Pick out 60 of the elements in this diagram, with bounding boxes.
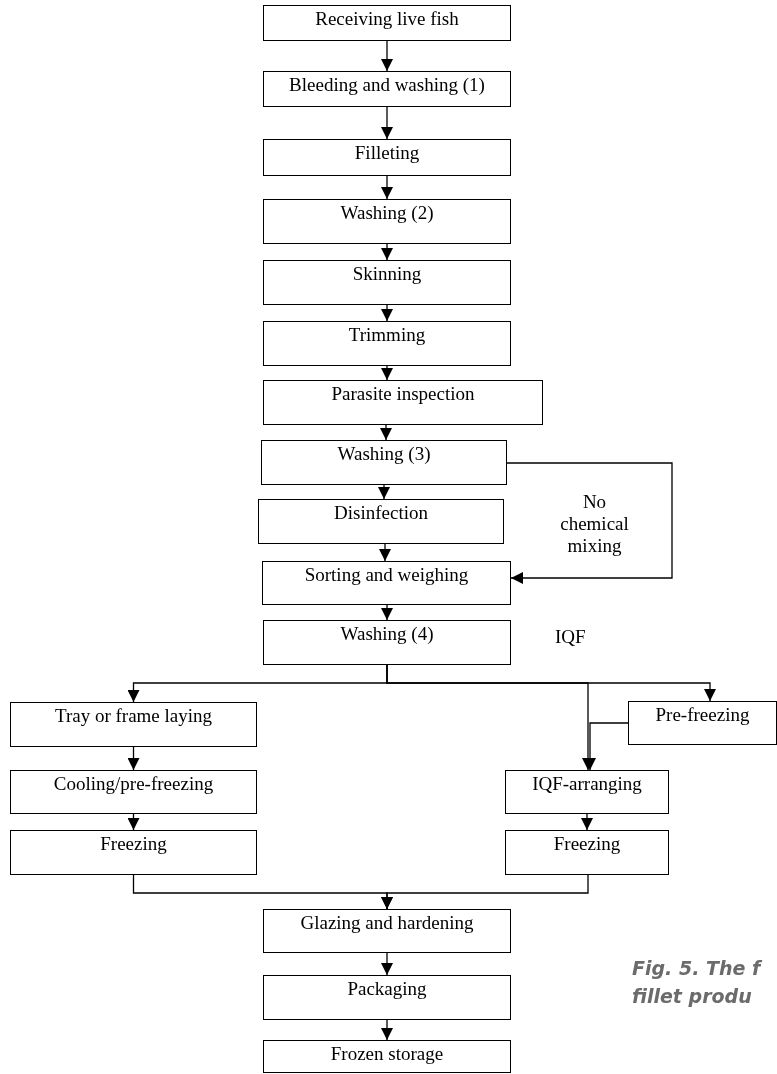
process-box — [263, 5, 511, 41]
process-box — [263, 139, 511, 176]
arrow — [381, 304, 393, 322]
arrow — [386, 664, 716, 702]
process-box — [10, 830, 257, 875]
arrow — [127, 746, 140, 771]
process-box — [263, 260, 511, 305]
step-label: Bleeding and washing (1) — [289, 74, 485, 96]
arrow — [381, 1019, 393, 1041]
step-label: Tray or frame laying — [54, 705, 213, 727]
annotation: IQF — [555, 626, 586, 648]
arrow — [381, 106, 393, 140]
process-box — [263, 71, 511, 107]
process-box — [262, 561, 511, 605]
process-box — [10, 702, 257, 747]
step-label: Trimming — [348, 324, 426, 346]
arrow — [378, 484, 390, 500]
process-box — [258, 499, 504, 544]
process-box — [263, 909, 511, 953]
arrow — [379, 543, 391, 562]
step-label: Sorting and weighing — [304, 564, 469, 586]
process-box — [628, 701, 777, 745]
arrow — [380, 424, 392, 441]
process-box — [263, 321, 511, 366]
edge-label: No chemical mixing — [559, 491, 630, 557]
process-box — [263, 620, 511, 665]
arrow — [381, 175, 393, 200]
arrow — [381, 40, 393, 72]
step-label: Parasite inspection — [331, 383, 475, 405]
step-label: Packaging — [347, 978, 427, 1000]
step-label: Washing (4) — [340, 623, 434, 645]
step-label: Receiving live fish — [315, 8, 459, 30]
process-box — [263, 199, 511, 244]
arrow — [581, 813, 593, 831]
step-label: Skinning — [352, 263, 422, 285]
process-box — [263, 975, 511, 1020]
process-box — [261, 440, 507, 485]
process-box — [505, 770, 669, 814]
step-label: Pre-freezing — [655, 704, 750, 726]
step-label: Washing (3) — [337, 443, 431, 465]
arrow — [381, 952, 393, 976]
step-label: Frozen storage — [330, 1043, 444, 1065]
process-box — [263, 380, 543, 425]
step-label: Freezing — [553, 833, 621, 855]
step-label: Freezing — [100, 833, 167, 855]
arrow — [127, 813, 140, 831]
arrow — [381, 243, 393, 261]
figure-caption: Fig. 5. The f fillet produ — [632, 956, 764, 1009]
arrow — [381, 604, 393, 621]
process-box — [263, 1040, 511, 1073]
step-label: Disinfection — [334, 502, 428, 524]
process-box — [505, 830, 669, 875]
process-box — [10, 770, 257, 814]
arrow — [381, 365, 393, 381]
step-label: Cooling/pre-freezing — [53, 773, 214, 795]
arrow — [506, 462, 673, 584]
step-label: Glazing and hardening — [300, 912, 474, 934]
step-label: Washing (2) — [340, 202, 434, 224]
step-label: Filleting — [354, 142, 420, 164]
step-label: IQF-arranging — [532, 773, 642, 795]
